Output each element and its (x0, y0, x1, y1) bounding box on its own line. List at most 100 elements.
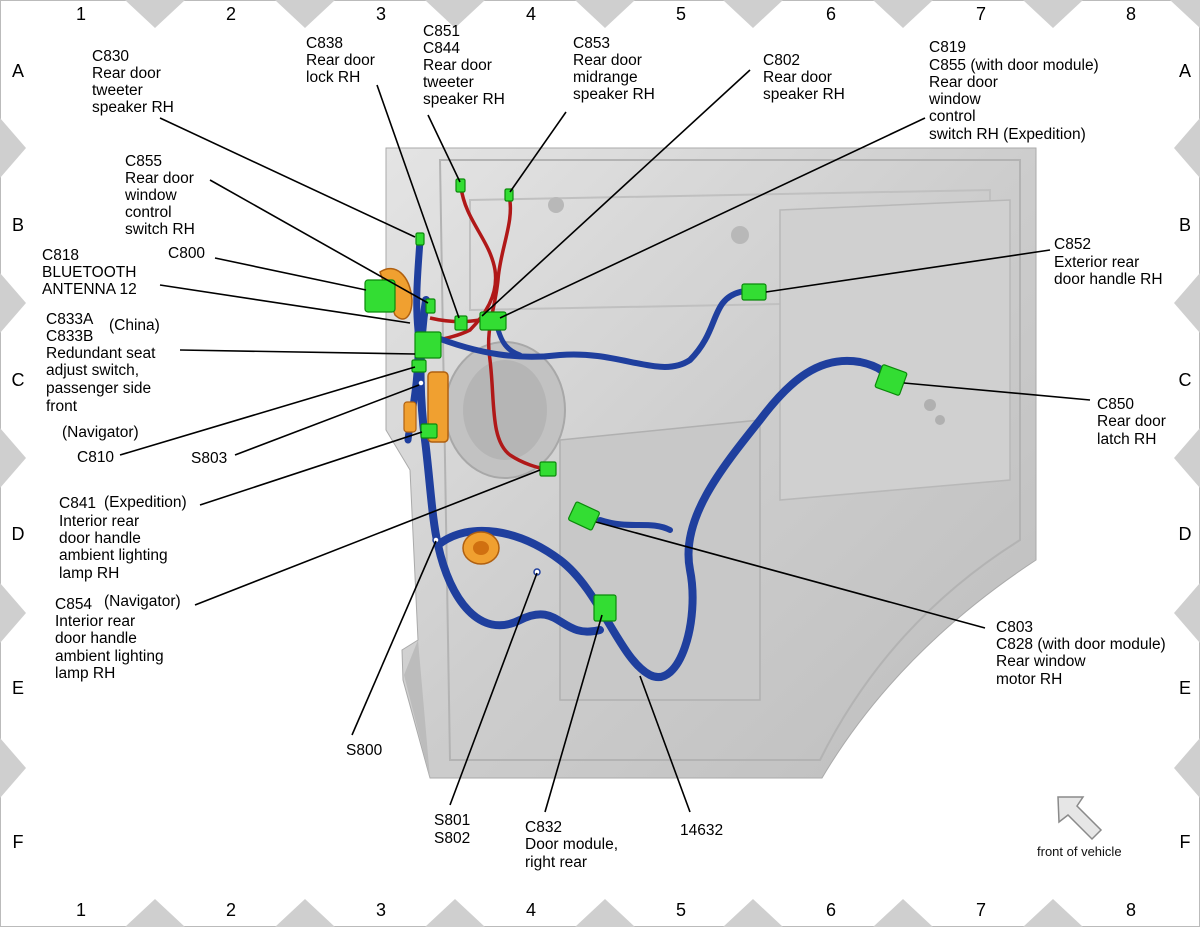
right-grid-markers (1174, 118, 1200, 798)
svg-text:control: control (125, 204, 172, 221)
svg-text:Exterior rear: Exterior rear (1054, 254, 1139, 271)
svg-text:switch RH: switch RH (125, 221, 195, 238)
svg-text:lamp RH: lamp RH (59, 565, 119, 582)
col-8-top: 8 (1126, 4, 1136, 24)
svg-text:Door module,: Door module, (525, 836, 618, 853)
label-c800: C800 (168, 245, 205, 262)
svg-text:window: window (928, 91, 981, 108)
label-navigator: (Navigator) (62, 424, 139, 441)
svg-text:Rear door: Rear door (929, 74, 998, 91)
svg-text:control: control (929, 108, 976, 125)
svg-text:adjust switch,: adjust switch, (46, 362, 139, 379)
front-of-vehicle-label: front of vehicle (1037, 844, 1122, 859)
row-e-left: E (12, 678, 24, 698)
splices (417, 379, 541, 576)
label-c854: C854 (Navigator) Interior rear door hand… (55, 593, 181, 682)
col-7-top: 7 (976, 4, 986, 24)
label-c838: C838 Rear door lock RH (306, 35, 375, 86)
label-c853: C853 Rear door midrange speaker RH (573, 35, 655, 103)
svg-text:(China): (China) (109, 317, 160, 334)
svg-text:midrange: midrange (573, 69, 638, 86)
connector-c810 (411, 359, 427, 373)
svg-text:C830: C830 (92, 48, 129, 65)
svg-text:ambient lighting: ambient lighting (55, 648, 164, 665)
splice-s803 (417, 379, 425, 387)
col-4-top: 4 (526, 4, 536, 24)
leader-lines (119, 69, 1091, 813)
label-c851: C851 C844 Rear door tweeter speaker RH (423, 23, 505, 108)
connector-c800 (364, 279, 396, 313)
row-a-left: A (12, 61, 24, 81)
svg-text:tweeter: tweeter (423, 74, 474, 91)
connector-c838 (454, 315, 468, 331)
label-14632: 14632 (680, 822, 723, 839)
col-7-bottom: 7 (976, 900, 986, 920)
col-5-top: 5 (676, 4, 686, 24)
col-3-top: 3 (376, 4, 386, 24)
label-c830: C830 Rear door tweeter speaker RH (92, 48, 174, 116)
svg-text:C828 (with door module): C828 (with door module) (996, 636, 1166, 653)
front-arrow-icon (1057, 796, 1103, 841)
svg-text:lamp RH: lamp RH (55, 665, 115, 682)
svg-text:14632: 14632 (680, 822, 723, 839)
connector-c832 (593, 594, 617, 622)
svg-text:(Navigator): (Navigator) (104, 593, 181, 610)
svg-text:Rear door: Rear door (1097, 413, 1166, 430)
label-c832: C832 Door module, right rear (525, 819, 618, 871)
label-s800: S800 (346, 742, 383, 759)
row-a-right: A (1179, 61, 1191, 81)
svg-text:Rear door: Rear door (763, 69, 832, 86)
svg-text:Interior rear: Interior rear (55, 613, 135, 630)
svg-text:C854: C854 (55, 596, 92, 613)
svg-text:latch RH: latch RH (1097, 431, 1156, 448)
col-1-bottom: 1 (76, 900, 86, 920)
svg-text:C818: C818 (42, 247, 79, 264)
row-d-left: D (12, 524, 25, 544)
svg-text:C855 (with door module): C855 (with door module) (929, 57, 1099, 74)
svg-text:passenger side: passenger side (46, 380, 151, 397)
svg-text:Redundant seat: Redundant seat (46, 345, 156, 362)
svg-text:(Navigator): (Navigator) (62, 424, 139, 441)
connector-c855 (425, 298, 436, 314)
svg-text:right rear: right rear (525, 854, 587, 871)
col-2-top: 2 (226, 4, 236, 24)
label-c841: C841 (Expedition) Interior rear door han… (59, 494, 187, 582)
connector-c854 (539, 461, 557, 477)
svg-text:C855: C855 (125, 153, 162, 170)
row-b-right: B (1179, 215, 1191, 235)
col-5-bottom: 5 (676, 900, 686, 920)
col-1-top: 1 (76, 4, 86, 24)
svg-text:front: front (46, 398, 78, 415)
svg-text:motor RH: motor RH (996, 671, 1062, 688)
svg-text:S802: S802 (434, 830, 470, 847)
label-c833: C833A (China) C833B Redundant seat adjus… (46, 311, 160, 415)
label-c855: C855 Rear door window control switch RH (124, 153, 195, 238)
label-c819: C819 C855 (with door module) Rear door w… (928, 39, 1099, 143)
connector-c850 (874, 364, 908, 396)
svg-text:Rear window: Rear window (996, 653, 1086, 670)
svg-text:BLUETOOTH: BLUETOOTH (42, 264, 136, 281)
connectors (364, 178, 908, 622)
svg-text:ambient lighting: ambient lighting (59, 547, 168, 564)
left-row-letters: A B C D E F (12, 61, 25, 852)
svg-text:lock RH: lock RH (306, 69, 360, 86)
row-c-right: C (1179, 370, 1192, 390)
svg-text:door handle: door handle (55, 630, 137, 647)
svg-text:ANTENNA 12: ANTENNA 12 (42, 281, 137, 298)
svg-text:Rear door: Rear door (573, 52, 642, 69)
svg-text:door handle RH: door handle RH (1054, 271, 1163, 288)
svg-text:tweeter: tweeter (92, 82, 143, 99)
svg-text:Rear door: Rear door (125, 170, 194, 187)
svg-text:C832: C832 (525, 819, 562, 836)
svg-text:S800: S800 (346, 742, 383, 759)
label-s801: S801 S802 (434, 812, 470, 847)
connector-c853 (504, 188, 514, 202)
row-b-left: B (12, 215, 24, 235)
svg-text:C841: C841 (59, 495, 96, 512)
svg-text:window: window (124, 187, 177, 204)
top-grid-markers (125, 0, 1200, 28)
svg-text:speaker RH: speaker RH (92, 99, 174, 116)
svg-text:C802: C802 (763, 52, 800, 69)
